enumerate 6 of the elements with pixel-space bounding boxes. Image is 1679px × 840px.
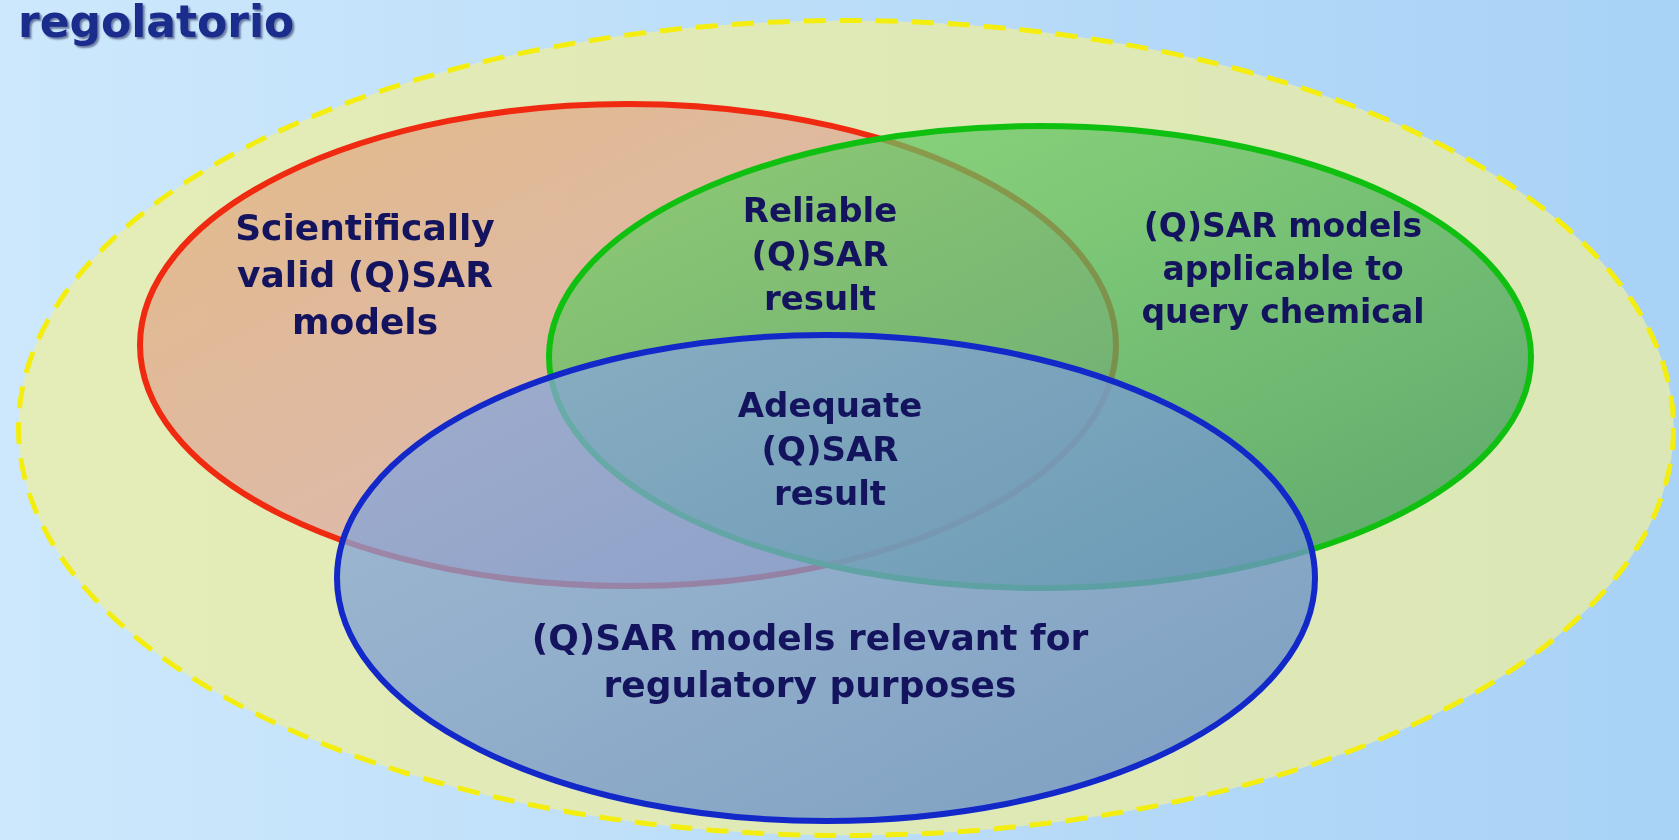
set-label: (Q)SAR models relevant for regulatory purposes — [530, 616, 1090, 707]
slide-title: regolatorio — [18, 0, 295, 47]
set-label: Scientifically valid (Q)SAR models — [234, 206, 496, 344]
set-label: (Q)SAR models applicable to query chemical — [1140, 205, 1426, 333]
intersection-label: Adequate (Q)SAR result — [736, 384, 924, 516]
intersection-label: Reliable (Q)SAR result — [741, 189, 899, 321]
